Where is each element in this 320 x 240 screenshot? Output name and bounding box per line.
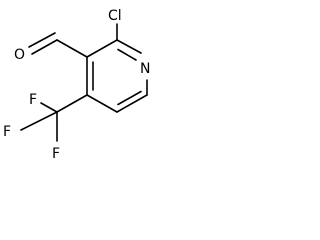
bond-n-c2-inner [117, 48, 137, 61]
bond-c-o-outer [31, 39, 58, 55]
chlorine-label: Cl [108, 8, 122, 24]
nitrogen-label: N [140, 61, 150, 77]
bond-c5-c6 [116, 94, 148, 113]
fluorine-top-label: F [29, 92, 37, 108]
fluorine-left-label: F [3, 124, 11, 140]
bond-cf3-f-left [20, 111, 58, 131]
bond-c-o-inner [28, 32, 56, 48]
bond-c3-cho [56, 39, 88, 58]
bond-c5-c6-inner [117, 90, 142, 106]
bond-c2-c3 [86, 39, 118, 58]
bond-c4-c5 [86, 94, 118, 113]
chemical-structure: Cl O N F F F [3, 8, 150, 162]
bond-n-c2 [116, 39, 142, 54]
bond-c4-cf3 [56, 94, 88, 113]
oxygen-label: O [14, 47, 25, 63]
bond-cf3-f-top [40, 102, 58, 113]
fluorine-bottom-label: F [52, 146, 60, 162]
